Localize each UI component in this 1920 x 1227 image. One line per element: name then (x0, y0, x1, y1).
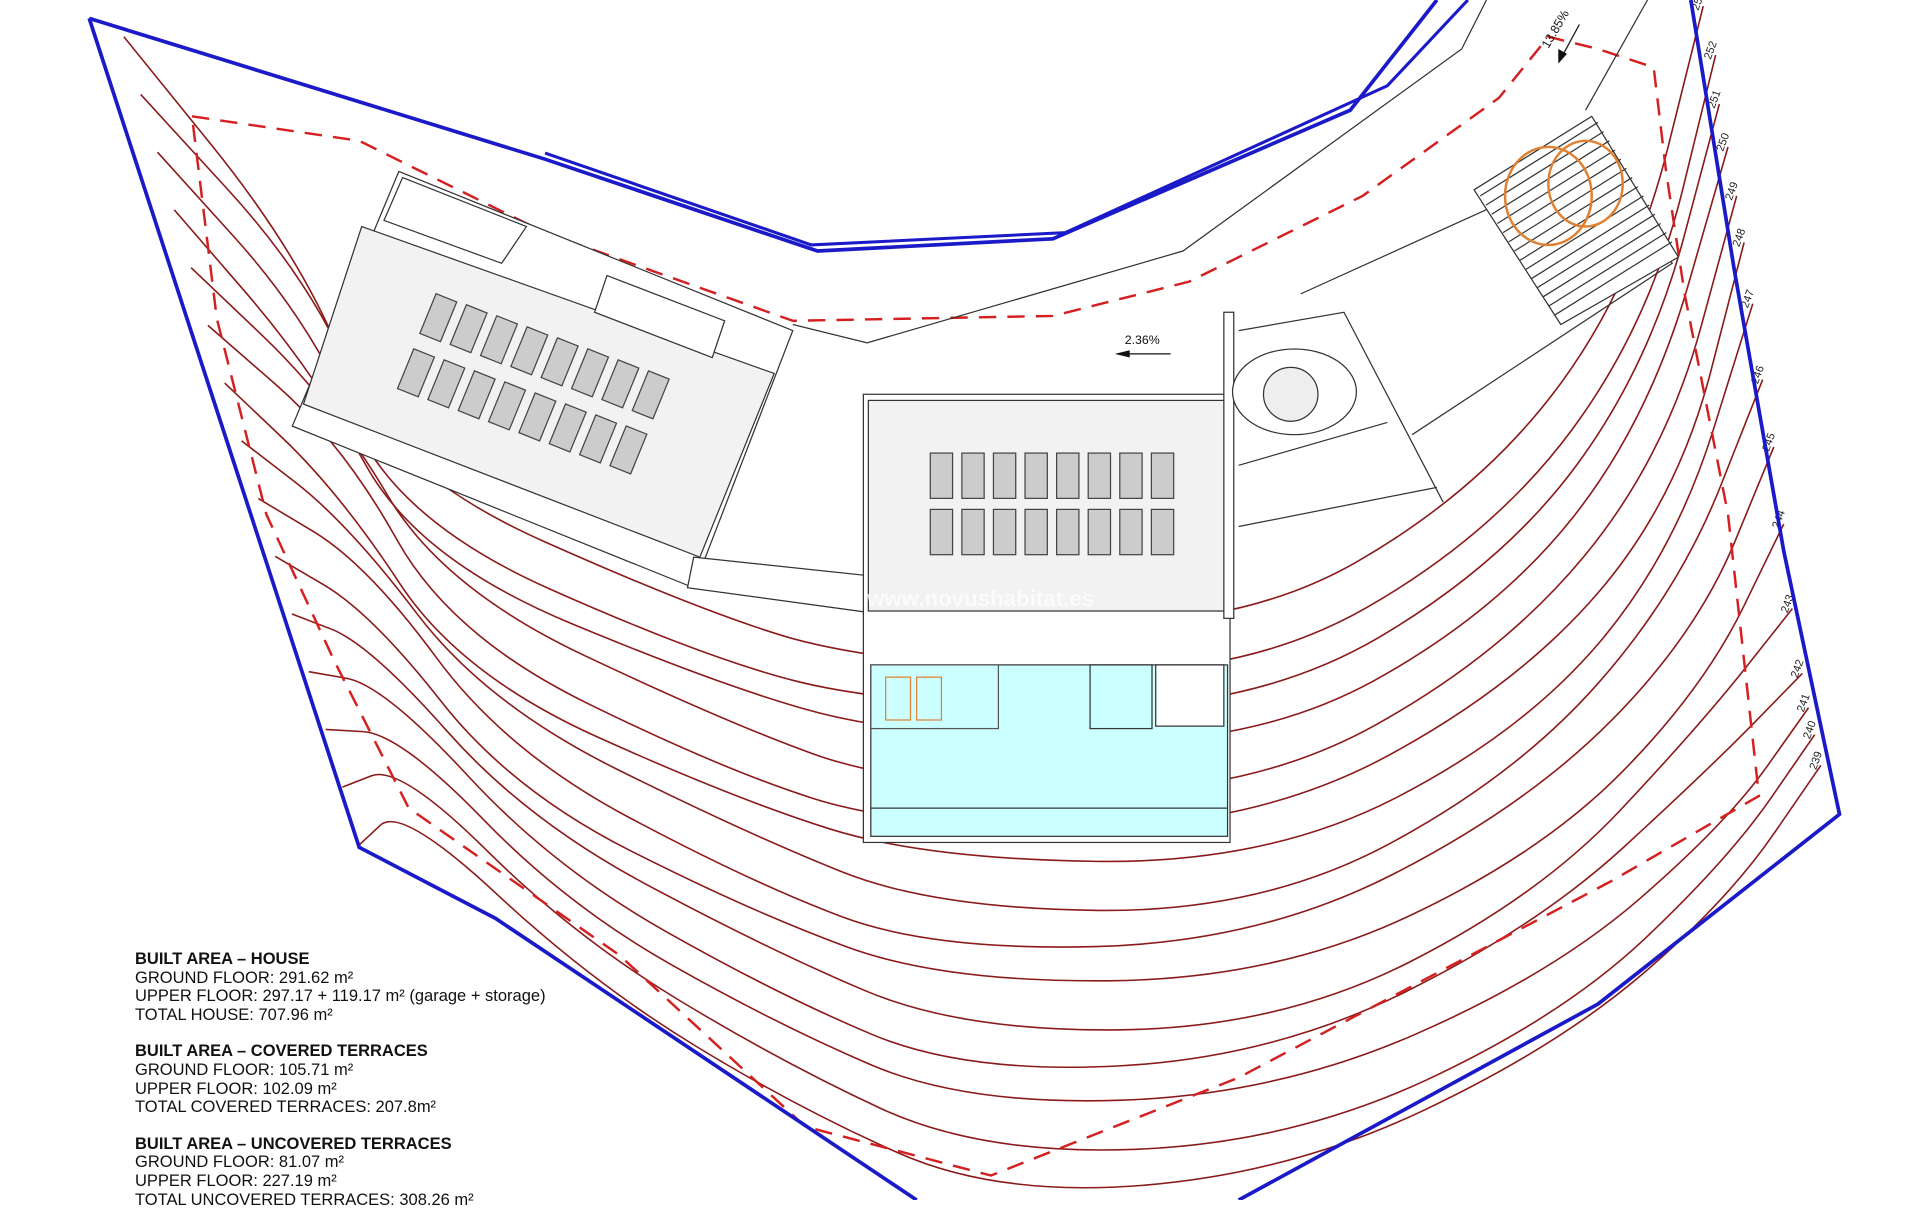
contour-label: 252 (1702, 40, 1720, 61)
area-line: TOTAL COVERED TERRACES: 207.8m² (135, 1098, 437, 1117)
pergola-slat (1508, 167, 1627, 243)
spiral-staircase (1231, 348, 1358, 436)
area-line: UPPER FLOOR: 227.19 m² (135, 1171, 337, 1190)
area-line: GROUND FLOOR: 105.71 m² (135, 1060, 354, 1079)
contour-line (241, 379, 1764, 912)
contour-label: 240 (1801, 719, 1819, 740)
contour-line (342, 734, 1816, 1151)
solar-panel (457, 370, 496, 420)
solar-panel (992, 508, 1017, 556)
solar-panel (396, 348, 436, 398)
contour-line (308, 670, 1803, 1069)
road-line (792, 0, 1649, 344)
solar-panel (961, 452, 985, 499)
pergola-slat (1525, 195, 1644, 270)
solar-panel (1056, 508, 1080, 556)
area-heading: BUILT AREA – UNCOVERED TERRACES (135, 1134, 452, 1153)
solar-panel (631, 370, 670, 420)
solar-panels-house (929, 452, 1175, 556)
solar-panel (1119, 452, 1143, 499)
watermark: www.novushabitat.es (866, 586, 1094, 611)
area-line: GROUND FLOOR: 291.62 m² (135, 968, 354, 987)
area-heading: BUILT AREA – COVERED TERRACES (135, 1042, 428, 1061)
contour-label: 251 (1706, 89, 1724, 110)
contour-label: 247 (1739, 288, 1757, 309)
contour-label: 239 (1807, 750, 1825, 771)
solar-panel (479, 314, 519, 365)
contour-label: 241 (1795, 692, 1813, 713)
solar-panel (510, 325, 549, 376)
site-plan: 2532522512502492482472462452442432422412… (87, 0, 1842, 1200)
area-line: UPPER FLOOR: 102.09 m² (135, 1079, 337, 1098)
contour-label: 248 (1731, 227, 1749, 248)
solar-panel (1087, 508, 1112, 556)
pergola-slat (1519, 186, 1639, 261)
pergola-slat (1479, 121, 1599, 197)
main-house (862, 311, 1235, 844)
pergola (1473, 115, 1680, 326)
pergola-slat (1497, 149, 1616, 224)
solar-panel (1150, 508, 1175, 556)
terrace-outline (1238, 158, 1674, 528)
garage-building (291, 170, 868, 613)
slope-label: 2.36% (1125, 333, 1160, 347)
pergola-slat (1491, 140, 1610, 215)
solar-panel (1119, 508, 1143, 556)
solar-panel (449, 303, 488, 354)
area-summary: BUILT AREA – HOUSE GROUND FLOOR: 291.62 … (135, 950, 546, 1227)
contour-label: 249 (1723, 180, 1741, 201)
area-line: UPPER FLOOR: 297.17 + 119.17 m² (garage … (135, 987, 546, 1006)
solar-panel (609, 425, 648, 475)
area-group-uncovered: BUILT AREA – UNCOVERED TERRACES GROUND F… (135, 1135, 546, 1209)
slope-arrow-2-36: 2.36% (1114, 333, 1171, 358)
contour-line (358, 764, 1822, 1189)
pergola-slat (1542, 222, 1661, 298)
slope-label: 13.85% (1539, 8, 1572, 51)
solar-panel (570, 348, 610, 398)
solar-panel (578, 414, 618, 464)
area-heading: BUILT AREA – HOUSE (135, 950, 310, 968)
contour-line (224, 303, 1754, 863)
contour-line (291, 608, 1794, 1031)
solar-panel (961, 508, 985, 556)
contour-line (325, 707, 1810, 1102)
solar-panel (540, 336, 579, 387)
solar-panel (929, 508, 954, 556)
area-line: TOTAL HOUSE: 707.96 m² (135, 1005, 333, 1024)
pergola-slat (1536, 213, 1656, 289)
solar-panel (518, 392, 557, 442)
solar-panel (1056, 452, 1080, 499)
solar-panel (1087, 452, 1112, 499)
solar-panel (427, 359, 466, 409)
contour-line (140, 54, 1717, 674)
pergola-slat (1502, 158, 1622, 234)
area-line: GROUND FLOOR: 81.07 m² (135, 1153, 345, 1172)
plot-boundary (87, 0, 1842, 1200)
contour-label: 250 (1715, 132, 1733, 153)
contour-label: 242 (1789, 658, 1807, 679)
slope-arrow-13-85: 13.85% (1539, 8, 1580, 64)
area-group-covered: BUILT AREA – COVERED TERRACES GROUND FLO… (135, 1042, 546, 1116)
area-group-house: BUILT AREA – HOUSE GROUND FLOOR: 291.62 … (135, 950, 546, 1024)
pergola-slat (1554, 241, 1673, 316)
pergola-slat (1514, 177, 1633, 252)
setback-line (190, 35, 1761, 1177)
solar-panel (1150, 452, 1175, 499)
solar-panel (548, 403, 587, 453)
solar-panels-garage (396, 292, 670, 475)
solar-panel (487, 381, 527, 431)
road-edge (544, 0, 1470, 247)
solar-panel (929, 452, 954, 499)
solar-panel (992, 452, 1017, 499)
pergola-slat (1548, 232, 1667, 307)
solar-panel (419, 292, 458, 343)
pergola-slat (1531, 204, 1650, 280)
contour-line (274, 523, 1785, 982)
contour-line (257, 446, 1775, 948)
solar-panel (1024, 508, 1048, 556)
solar-panel (601, 359, 640, 409)
solar-panel (1024, 452, 1048, 499)
